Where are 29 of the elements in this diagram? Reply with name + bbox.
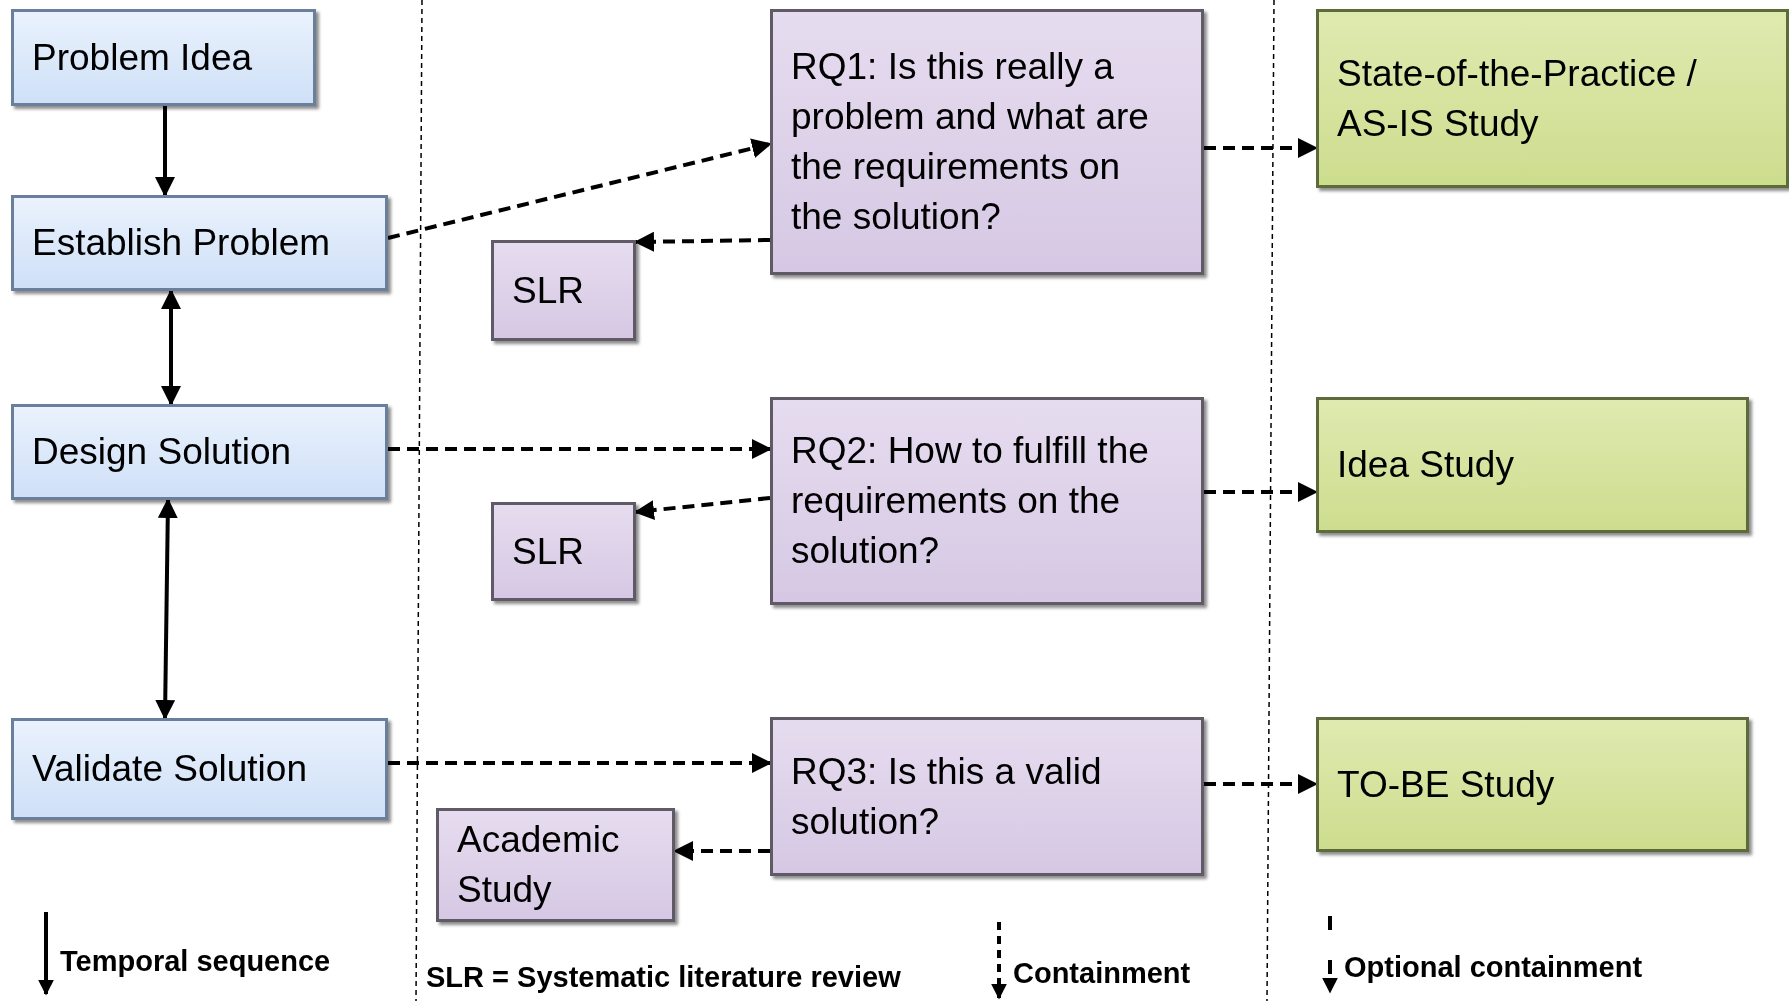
- question-box: RQ1: Is this really a problem and what are the requirements on the solution?: [770, 9, 1204, 275]
- arrow: [155, 498, 178, 720]
- arrow: [155, 106, 175, 197]
- question-box: SLR: [491, 502, 636, 601]
- arrow: [388, 753, 772, 773]
- arrow: [387, 138, 772, 240]
- question-box: Academic Study: [436, 808, 675, 922]
- phase-box: Problem Idea: [11, 9, 316, 106]
- phase-box: Validate Solution: [11, 718, 388, 820]
- study-box: Idea Study: [1316, 397, 1749, 533]
- question-box: RQ3: Is this a valid solution?: [770, 717, 1204, 876]
- arrow: [634, 231, 771, 252]
- legend-text: Containment: [1013, 956, 1191, 991]
- arrow: [161, 289, 181, 406]
- study-box: TO-BE Study: [1316, 717, 1749, 852]
- note-text: SLR = Systematic literature review: [426, 960, 901, 995]
- legend-text: Optional containment: [1344, 950, 1643, 985]
- question-box: RQ2: How to fulfill the requirements on the solution?: [770, 397, 1204, 605]
- question-box: SLR: [491, 240, 636, 341]
- arrow: [1204, 138, 1318, 158]
- arrow: [388, 439, 772, 459]
- phase-box: Design Solution: [11, 404, 388, 500]
- arrow: [1204, 774, 1318, 794]
- arrow: [634, 496, 771, 521]
- study-box: State-of-the-Practice / AS-IS Study: [1316, 9, 1789, 188]
- phase-box: Establish Problem: [11, 195, 388, 291]
- arrow: [673, 841, 770, 861]
- arrow: [1204, 482, 1318, 502]
- legend-text: Temporal sequence: [60, 944, 331, 979]
